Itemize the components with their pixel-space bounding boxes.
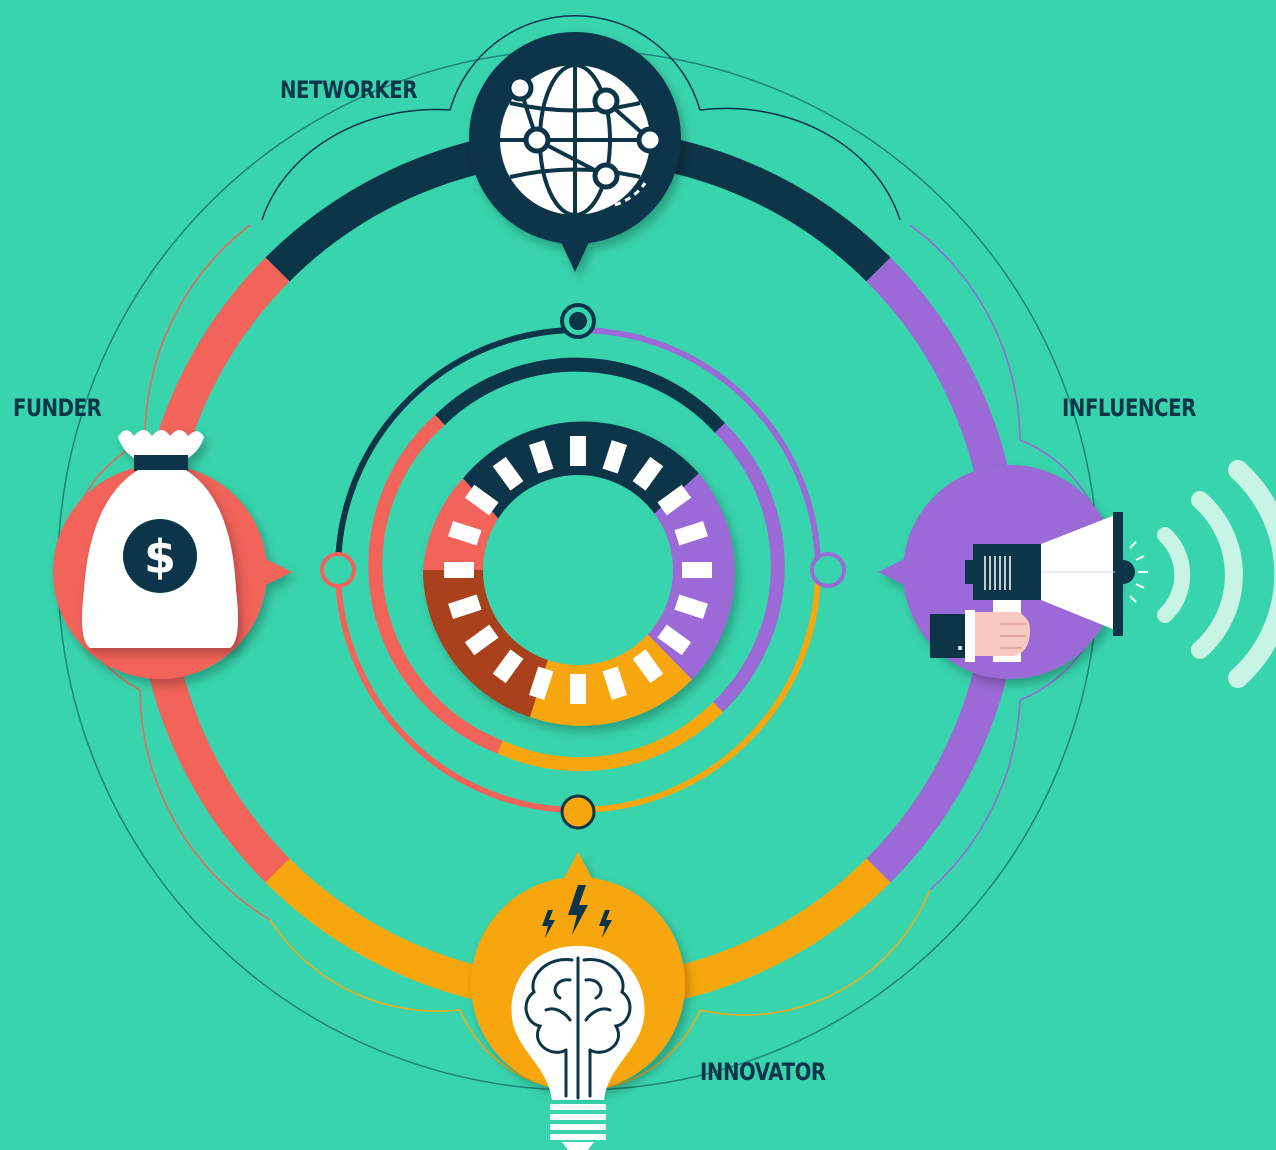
dollar-sign: $: [144, 530, 176, 584]
middle-ring-purple-arc: [577, 327, 821, 571]
core-tick: [464, 624, 499, 656]
globe-network-icon: [500, 63, 664, 217]
core-tick: [632, 456, 664, 491]
core-tick: [464, 484, 499, 516]
core-coral-segment: [423, 478, 505, 570]
node-top-center: [569, 312, 587, 330]
core-tick: [528, 666, 554, 700]
core-tick-marks: [444, 436, 712, 704]
funder-label: FUNDER: [13, 394, 102, 422]
middle-ring-dark-arc: [335, 327, 579, 571]
inner-ring-purple-arc: [713, 423, 785, 713]
inner-ring-outer: [368, 357, 785, 772]
core-tick: [682, 562, 712, 578]
core-tick: [602, 666, 628, 700]
ring-nodes: [320, 303, 846, 830]
node-left: [320, 552, 356, 588]
core-tick: [448, 594, 482, 620]
core-tick: [602, 440, 628, 474]
core-tick: [492, 649, 524, 684]
core-tick: [448, 520, 482, 546]
networker-label: NETWORKER: [280, 76, 418, 104]
core-tick: [632, 649, 664, 684]
lightbulb-brain-icon: [511, 885, 645, 1150]
node-right: [810, 552, 846, 588]
inner-ring-dark-arc: [435, 357, 726, 433]
core-tick: [570, 436, 586, 466]
innovator-label: INNOVATOR: [700, 1058, 826, 1086]
core-tick: [674, 520, 708, 546]
money-bag-icon: $: [82, 430, 238, 648]
influencer-label: INFLUENCER: [1062, 394, 1196, 422]
core-tick: [674, 594, 708, 620]
node-bottom: [560, 794, 596, 830]
megaphone-icon: [930, 512, 1148, 662]
core-tick: [570, 674, 586, 704]
core-tick: [657, 624, 692, 656]
inner-ring-coral-arc: [368, 414, 503, 754]
core-tick: [492, 456, 524, 491]
middle-ring: [335, 327, 821, 813]
middle-ring-orange-arc: [577, 569, 821, 813]
core-tick: [528, 440, 554, 474]
core-hole: [483, 475, 673, 665]
core-tick: [444, 562, 474, 578]
sound-waves: [1157, 460, 1276, 688]
core-tick: [657, 484, 692, 516]
inner-ring-orange-arc: [497, 702, 723, 772]
middle-ring-coral-arc: [335, 569, 579, 813]
